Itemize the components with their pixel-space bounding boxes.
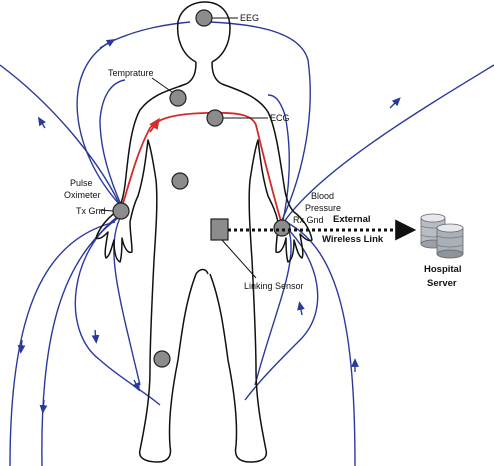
oximeter-label: Oximeter (64, 190, 101, 200)
server-cylinder-front (436, 223, 464, 259)
signal-path-arrow (149, 117, 160, 133)
field-line-left-lower (74, 214, 161, 406)
body-left-side (95, 61, 209, 463)
pulse-leader (99, 209, 114, 212)
ecg-label: ECG (270, 113, 290, 123)
field-line-far-left (0, 64, 123, 211)
field-line-left-hand-arrow (132, 379, 140, 392)
field-line-far-left-arrow (37, 116, 46, 129)
field-line-top-left (76, 21, 191, 206)
temperature-leader (151, 77, 173, 93)
field-line-left-lower-arrow (91, 329, 100, 344)
field-line-top-right (209, 21, 311, 221)
blood-pressure-sensor (273, 219, 291, 237)
leg-sensor (153, 350, 171, 368)
sensor-nodes (112, 9, 291, 368)
server-label: Server (427, 278, 457, 289)
field-line-left-hand (113, 217, 141, 386)
field-line-right-lower (244, 224, 319, 401)
field-line-right-lower-3 (254, 227, 292, 386)
external-label: External (333, 214, 371, 225)
linking-sensor-leader (221, 239, 257, 279)
pulse-label: Pulse (70, 178, 93, 188)
signal-path-line (121, 111, 283, 226)
eeg-sensor (195, 9, 213, 27)
blood-label: Blood (311, 191, 334, 201)
wireless-link-label: Wireless Link (322, 234, 384, 245)
ecg-sensor (206, 109, 224, 127)
field-line-left-lower-2 (41, 217, 119, 466)
leader-lines (99, 17, 268, 279)
field-line-right-lower-arrow (297, 301, 305, 316)
hospital-label: Hospital (424, 264, 461, 275)
rx-gnd-label: Rx Gnd (293, 215, 324, 225)
body-head (176, 1, 231, 63)
temperature-sensor (169, 89, 187, 107)
field-line-far-right (283, 64, 494, 223)
eeg-label: EEG (240, 13, 259, 23)
labels: EEG Temprature ECG Pulse Oximeter Tx Gnd… (64, 13, 461, 291)
tx-gnd-label: Tx Gnd (76, 206, 106, 216)
field-line-far-right-arrow (389, 97, 401, 109)
field-line-left-lower-2-arrow (39, 399, 48, 414)
pressure-label: Pressure (305, 203, 341, 213)
field-line-left-lower-3 (9, 221, 116, 466)
pulse-oximeter-sensor (112, 202, 130, 220)
database-server-icon (420, 213, 464, 259)
temperature-label: Temprature (108, 68, 154, 78)
linking-sensor-label: Linking Sensor (244, 281, 304, 291)
body-right-side (209, 61, 313, 463)
linking-sensor-node (210, 218, 229, 241)
signal-path (121, 111, 283, 226)
field-line-left-lower-3-arrow (17, 339, 26, 354)
field-line-top-left-arrow (99, 39, 116, 49)
abdomen-sensor (171, 172, 189, 190)
field-lines (0, 21, 494, 466)
field-line-inner-left (99, 79, 126, 208)
field-line-right-lower-2 (285, 221, 356, 466)
